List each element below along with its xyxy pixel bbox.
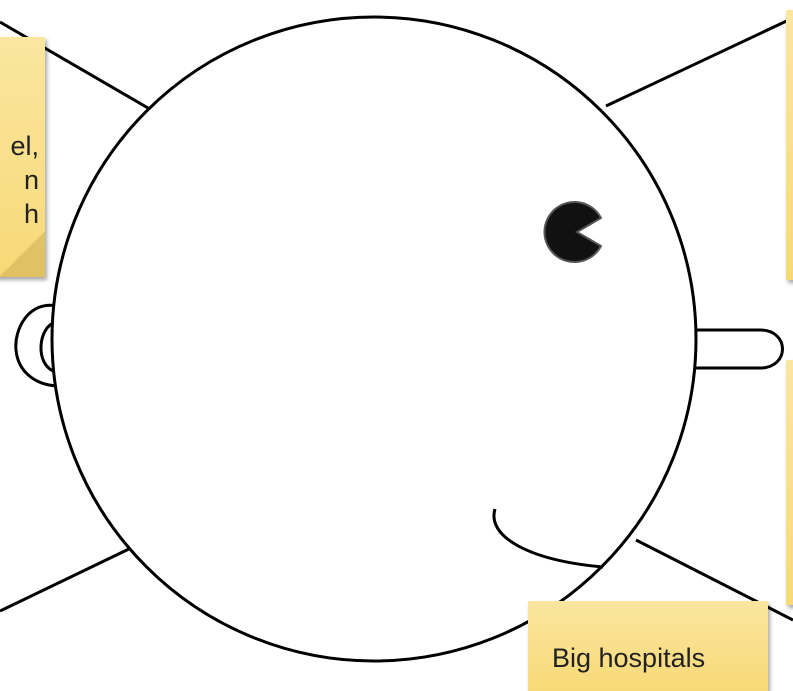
sticky-note-top-left: el, n h [0,37,45,277]
sticky-note-top-left-text: el, n h [10,129,39,231]
sticky-note-bottom: Big hospitals [528,601,768,691]
connector-line-bottom-left [0,548,131,611]
nose-shape [690,330,783,368]
diagram-canvas [0,0,793,673]
sticky-note-bottom-text: Big hospitals [552,641,705,675]
head-circle [52,17,696,661]
connector-line-top-right [606,18,793,106]
sticky-note-right-lower [786,360,793,605]
sticky-note-top-right [786,10,793,280]
sticky-note-fold [0,231,45,277]
